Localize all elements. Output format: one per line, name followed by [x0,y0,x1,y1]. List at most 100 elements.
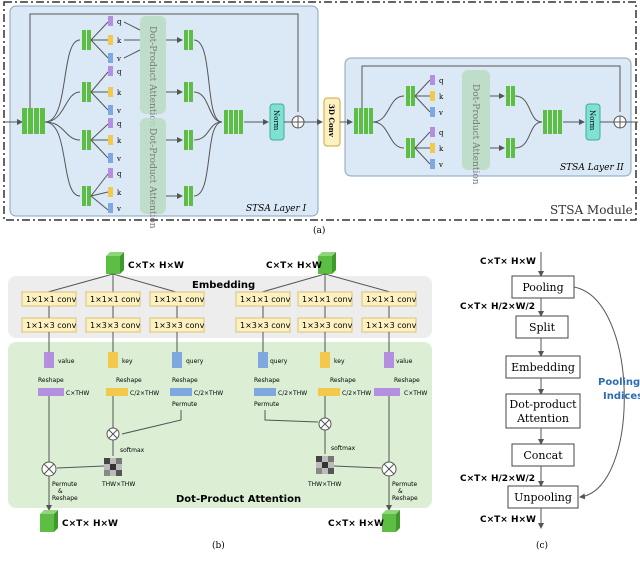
svg-text:1×3×3 conv: 1×3×3 conv [302,321,353,330]
svg-text:1×1×1 conv: 1×1×1 conv [26,295,77,304]
svg-text:Reshape: Reshape [116,377,142,384]
key-block-left: key Reshape C/2×THW [106,352,159,397]
thw-label-left: THW×THW [101,481,135,488]
embedding-label: Embedding [192,280,255,291]
dot-product-attention-box: Dot-product Attention [505,393,581,429]
svg-text:Dot-product: Dot-product [509,398,577,411]
key-block-right: key Reshape C/2×THW [318,352,371,397]
svg-text:value: value [58,358,75,365]
svg-text:key: key [122,358,133,365]
attention-region-label: Dot-Product Attention [176,494,301,505]
svg-text:1×1×1 conv: 1×1×1 conv [302,295,353,304]
unpooling-box: Unpooling [507,485,579,509]
svg-text:Norm: Norm [588,110,596,131]
svg-text:1×1×3 conv: 1×1×3 conv [366,321,417,330]
svg-text:q: q [117,170,122,178]
branch-row-3: q k v [82,118,122,163]
svg-text:C/2×THW: C/2×THW [194,390,223,397]
svg-text:Permute: Permute [172,401,197,408]
value-block-right: value Reshape C×THW [374,352,427,397]
svg-text:C/2×THW: C/2×THW [342,390,371,397]
multiply-node-value-right [381,461,397,477]
input-cube-right [318,252,336,274]
svg-text:q: q [117,18,122,26]
svg-text:1×3×3 conv: 1×3×3 conv [154,321,205,330]
svg-text:v: v [438,109,443,117]
svg-text:k: k [439,93,444,101]
query-block-right: query Reshape C/2×THW Permute [254,352,307,408]
permute-reshape-left: Permute & Reshape [52,481,78,502]
split-box: Split [515,315,569,339]
softmax-label-right: softmax [331,445,356,452]
svg-text:C×THW: C×THW [404,390,427,397]
output-dims-left: C×T× H×W [62,519,118,529]
multiply-node-value-left [41,461,57,477]
svg-text:q: q [117,68,122,76]
svg-text:&: & [398,488,403,495]
concat-box: Concat [511,443,575,467]
pooling-indices-arrow [573,286,625,500]
branch-row-2: q k v [82,66,122,115]
query-block-left: query Reshape C/2×THW Permute [170,352,223,408]
stsa-layer1-label: STSA Layer I [246,204,307,214]
svg-text:Unpooling: Unpooling [514,491,572,504]
svg-text:C/2×THW: C/2×THW [130,390,159,397]
svg-text:Concat: Concat [523,449,563,462]
svg-text:q: q [439,129,444,137]
caption-a: (a) [313,225,325,236]
dims-mid: C×T× H/2×W/2 [460,302,535,312]
svg-text:Permute: Permute [254,401,279,408]
attention-outputs [166,30,223,206]
svg-text:Reshape: Reshape [254,377,280,384]
svg-text:query: query [270,358,288,365]
pooling-box: Pooling [511,275,575,299]
svg-text:v: v [116,205,121,213]
stsa-module-label: STSA Module [550,203,633,217]
svg-text:Embedding: Embedding [511,361,575,374]
layer2-input-block [354,108,373,134]
svg-text:1×1×1 conv: 1×1×1 conv [90,295,141,304]
svg-text:Dot-Product Attention: Dot-Product Attention [470,84,480,185]
softmax-label-left: softmax [120,447,145,454]
norm-box-1: Norm [269,103,285,141]
caption-c: (c) [536,540,548,551]
svg-text:q: q [117,120,122,128]
thw-label-right: THW×THW [307,481,341,488]
multiply-node-key-query-right [318,417,332,431]
svg-text:v: v [116,55,121,63]
svg-text:q: q [439,77,444,85]
conv-row-2: 1×1×3 conv 1×3×3 conv 1×3×3 conv 1×3×3 c… [21,317,417,333]
svg-text:Permute: Permute [392,481,417,488]
dims-top: C×T× H×W [480,257,536,267]
residual-path-1 [29,13,299,112]
attention-map-left [104,458,122,476]
svg-text:1×1×1 conv: 1×1×1 conv [366,295,417,304]
branch-row-4: q k v [82,168,122,213]
attention-map-right [316,456,334,474]
svg-text:v: v [116,107,121,115]
svg-text:1×1×3 conv: 1×1×3 conv [26,321,77,330]
svg-text:1×3×3 conv: 1×3×3 conv [90,321,141,330]
norm-box-2: Norm [585,103,601,141]
svg-text:3D Conv: 3D Conv [327,104,336,138]
dims-low: C×T× H/2×W/2 [460,474,535,484]
permute-reshape-right: Permute & Reshape [392,481,418,502]
svg-text:k: k [117,189,122,197]
input-cube-left [106,252,124,274]
svg-text:v: v [438,161,443,169]
conv-row-1: 1×1×1 conv 1×1×1 conv 1×1×1 conv 1×1×1 c… [21,291,417,307]
svg-text:k: k [439,145,444,153]
value-block-left: value Reshape C×THW [38,352,89,397]
svg-text:Reshape: Reshape [52,495,78,502]
input-dims-left: C×T× H×W [128,261,184,271]
attention-block-layer2: Dot-Product Attention [462,70,490,185]
add-node-1 [291,115,305,129]
conv3d-box: 3D Conv [323,97,341,147]
pooling-indices-label-2: Indices [603,391,640,402]
svg-text:1×3×3 conv: 1×3×3 conv [240,321,291,330]
svg-text:k: k [117,37,122,45]
svg-text:Norm: Norm [272,110,280,131]
svg-text:Reshape: Reshape [172,377,198,384]
svg-text:C/2×THW: C/2×THW [278,390,307,397]
svg-text:1×1×1 conv: 1×1×1 conv [154,295,205,304]
